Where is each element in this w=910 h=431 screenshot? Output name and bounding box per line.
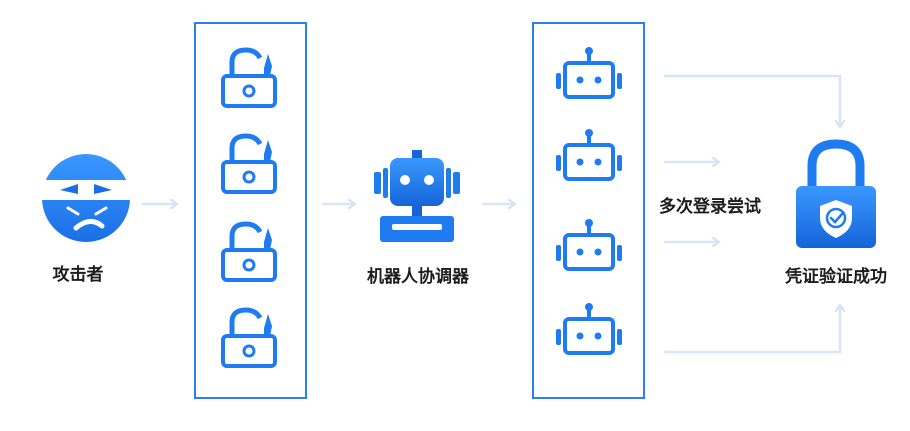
bot-icon <box>556 47 622 99</box>
bot-item <box>554 218 624 276</box>
success-node <box>792 136 880 252</box>
robot-icon <box>374 150 460 242</box>
arrow-bot4-to-lock <box>664 306 840 354</box>
attacker-node <box>38 150 134 246</box>
attempts-label: 多次登录尝试 <box>659 197 761 217</box>
attacker-label: 攻击者 <box>52 265 104 285</box>
credential-item <box>220 220 280 284</box>
arrow-bot1-to-lock <box>664 74 840 126</box>
credential-item <box>220 132 280 196</box>
credential-item <box>220 46 280 110</box>
bot-icon <box>556 303 622 355</box>
broken-padlock-icon <box>221 221 277 282</box>
bot-item <box>554 46 624 104</box>
shield-padlock-icon <box>796 139 876 248</box>
broken-padlock-icon <box>221 133 277 194</box>
success-label: 凭证验证成功 <box>785 267 887 287</box>
bot-icon <box>556 129 622 181</box>
broken-padlock-icon <box>221 307 277 368</box>
credential-item <box>220 306 280 370</box>
broken-padlock-icon <box>221 47 277 108</box>
masked-face-icon <box>42 154 130 242</box>
bot-item <box>554 128 624 186</box>
bot-icon <box>556 219 622 271</box>
coordinator-label: 机器人协调器 <box>367 267 469 287</box>
bot-item <box>554 302 624 360</box>
coordinator-node <box>366 150 468 252</box>
